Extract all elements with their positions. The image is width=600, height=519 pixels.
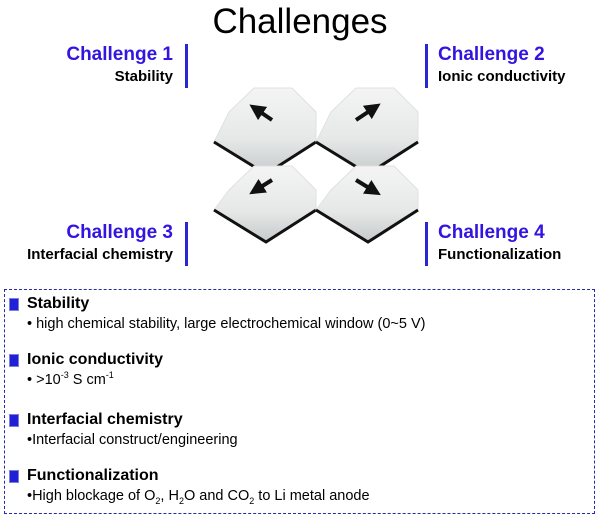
- arrow-up-right-icon: [354, 103, 381, 122]
- bullet-square-icon: [9, 353, 19, 367]
- challenge-1-label: Challenge 1: [66, 44, 173, 65]
- arrow-down-left-icon: [249, 178, 274, 195]
- arrow-down-right-icon: [354, 178, 381, 196]
- detail-interfacial-chemistry: Interfacial chemistry •Interfacial const…: [9, 410, 238, 450]
- arrow-keys-illustration: [213, 87, 419, 244]
- detail-desc: •Interfacial construct/engineering: [27, 432, 238, 448]
- key-down-left: [213, 165, 317, 244]
- bullet-square-icon: [9, 413, 19, 427]
- challenge-1-name: Stability: [114, 68, 173, 85]
- challenge-1: Challenge 1 Stability: [66, 44, 188, 88]
- challenge-4: Challenge 4 Functionalization: [425, 222, 561, 266]
- challenge-2: Challenge 2 Ionic conductivity: [425, 44, 566, 88]
- diagram-title: Challenges: [212, 2, 388, 41]
- detail-desc: •High blockage of O2, H2O and CO2 to Li …: [27, 488, 370, 506]
- detail-heading: Stability: [27, 295, 90, 312]
- detail-heading: Interfacial chemistry: [27, 411, 183, 428]
- challenge-4-name: Functionalization: [438, 246, 562, 263]
- details-box: Stability • high chemical stability, lar…: [4, 289, 595, 514]
- key-up-left: [213, 87, 317, 176]
- challenge-4-label: Challenge 4: [438, 222, 545, 243]
- detail-desc: • high chemical stability, large electro…: [27, 316, 426, 332]
- challenge-3-name: Interfacial chemistry: [27, 246, 173, 263]
- challenge-3: Challenge 3 Interfacial chemistry: [27, 222, 188, 266]
- detail-heading: Ionic conductivity: [27, 351, 164, 368]
- challenge-2-name: Ionic conductivity: [438, 68, 566, 85]
- detail-stability: Stability • high chemical stability, lar…: [9, 294, 426, 334]
- key-down-right: [315, 165, 419, 244]
- arrow-up-left-icon: [249, 104, 274, 122]
- detail-functionalization: Functionalization •High blockage of O2, …: [9, 466, 370, 506]
- challenge-3-label: Challenge 3: [66, 222, 173, 243]
- challenge-2-label: Challenge 2: [438, 44, 545, 65]
- detail-heading: Functionalization: [27, 467, 159, 484]
- detail-ionic-conductivity: Ionic conductivity • >10-3 S cm-1: [9, 350, 163, 390]
- bullet-square-icon: [9, 469, 19, 483]
- detail-desc: • >10-3 S cm-1: [27, 370, 114, 388]
- bullet-square-icon: [9, 297, 19, 311]
- key-up-right: [315, 87, 419, 176]
